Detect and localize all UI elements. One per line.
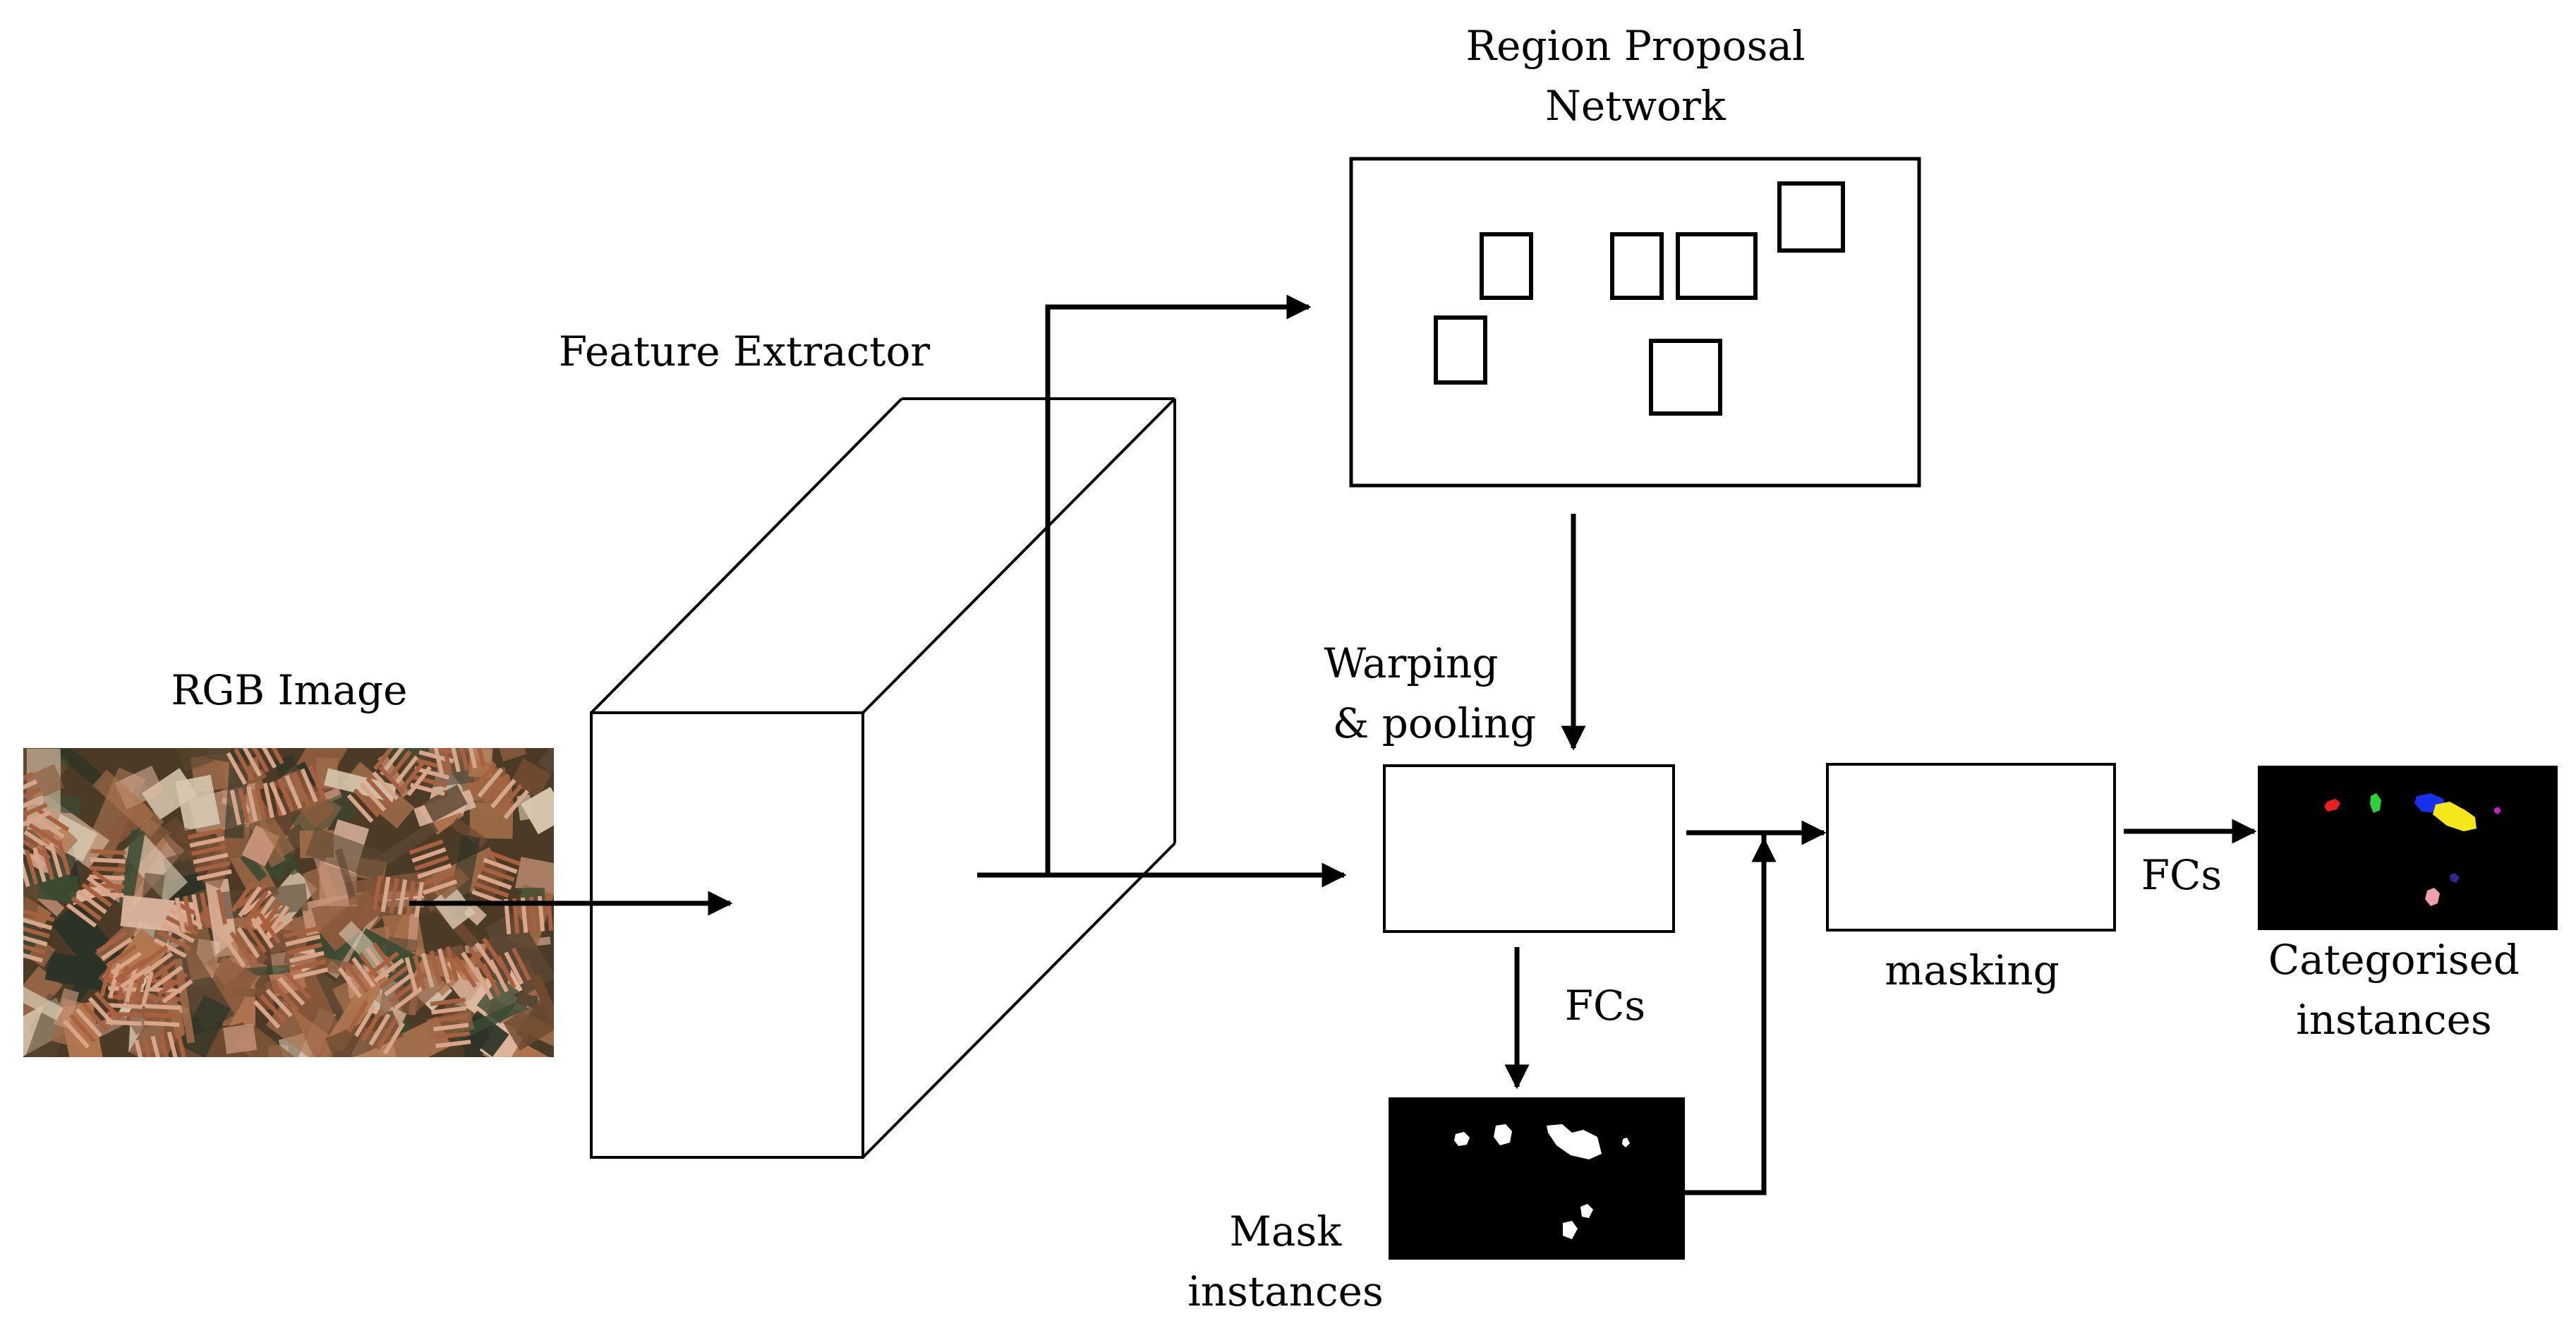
masking-label: masking [1885, 946, 2060, 994]
rpn-box [1349, 157, 1921, 488]
warping-label-line2: & pooling [1333, 699, 1537, 747]
categorised-instances-panel [2258, 766, 2558, 930]
arrow-extractor-to-rpn [1045, 294, 1312, 875]
instance-magenta [2494, 807, 2501, 814]
rgb-image [23, 748, 554, 1057]
arrow-mask-to-masking [1685, 833, 1767, 1195]
instance-red [2324, 799, 2340, 812]
rpn-label-line2: Network [1545, 82, 1727, 130]
categorised-label-line2: instances [2296, 996, 2491, 1044]
fcs-label-mask: FCs [1565, 982, 1645, 1030]
feature-extractor-cuboid [590, 397, 1176, 1159]
instance-navy [2450, 873, 2460, 883]
proposal-boxes [1434, 181, 1845, 416]
warping-pooling-box [1383, 764, 1675, 933]
warping-label-line1: Warping [1324, 639, 1498, 687]
mask-instances-panel [1389, 1097, 1685, 1260]
instance-pink [2425, 888, 2440, 906]
mask-label-line2: instances [1187, 1267, 1383, 1315]
fcs-label-output: FCs [2141, 851, 2222, 899]
rpn-label-line1: Region Proposal [1466, 22, 1806, 70]
instance-yellow [2433, 802, 2477, 831]
categorised-label-line1: Categorised [2268, 936, 2520, 984]
feature-extractor-label: Feature Extractor [559, 327, 930, 375]
mask-label-line1: Mask [1230, 1207, 1343, 1255]
mask-blobs [1454, 1124, 1630, 1239]
masking-box [1826, 763, 2116, 932]
instance-green [2370, 793, 2381, 813]
rgb-image-label: RGB Image [171, 666, 407, 714]
